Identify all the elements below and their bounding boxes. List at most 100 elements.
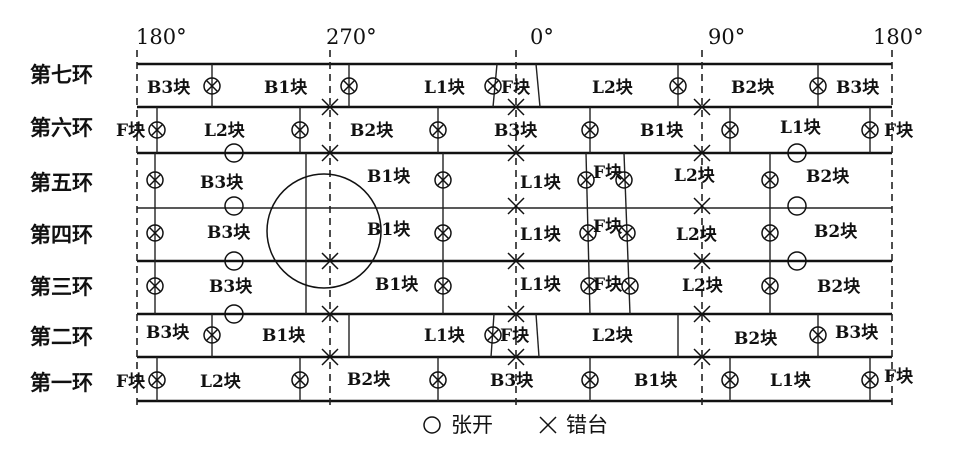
bolt-icon [761,224,779,242]
block-label: F块 [501,78,531,98]
ring-label-1: 第一环 [30,370,93,395]
offset-cross-icon [321,98,339,116]
offset-cross-icon [321,144,339,162]
ring-label-6: 第六环 [30,115,93,140]
bolt-icon [146,224,164,242]
offset-cross-icon [321,348,339,366]
block-label: F块 [884,367,914,387]
offset-cross-icon [693,144,711,162]
block-label: B3块 [494,121,538,141]
open-circle-icon [787,196,807,216]
bolt-icon [148,121,166,139]
block-label: B1块 [262,326,306,346]
offset-cross-icon [507,197,525,215]
bolt-icon [721,371,739,389]
block-label: B1块 [367,167,411,187]
opening-markers [224,143,807,324]
offset-cross-icon [693,348,711,366]
angle-label-90: 90° [708,25,745,49]
block-label: B2块 [817,277,861,297]
bolt-icon [580,277,598,295]
ring-label-4: 第四环 [30,222,93,247]
bolt-icon [340,77,358,95]
block-label: B3块 [836,78,880,98]
block-label: B3块 [207,223,251,243]
block-label: B3块 [200,173,244,193]
offset-cross-icon [321,252,339,270]
offset-cross-icon [693,252,711,270]
bolt-icon [429,121,447,139]
ring-4-blocks: B3块 B1块 L1块 F块 L2块 B2块 [207,217,858,245]
ring-label-2: 第二环 [30,324,93,349]
block-label: L2块 [674,166,716,186]
bolt-markers [146,77,879,389]
ring-label-7: 第七环 [30,62,93,87]
bolt-icon [581,371,599,389]
angle-label-0: 0° [530,25,554,49]
bolt-icon [621,277,639,295]
block-label: B3块 [490,371,534,391]
offset-cross-icon [507,348,525,366]
open-circle-icon [224,143,244,163]
bolt-icon [581,121,599,139]
block-label: B2块 [814,222,858,242]
block-label: F块 [593,217,623,237]
block-label: B3块 [146,323,190,343]
ring-2-blocks: B3块 B1块 L1块 F块 L2块 B2块 B3块 [146,323,879,349]
bolt-icon [761,277,779,295]
bolt-icon [434,171,452,189]
block-label: B3块 [147,78,191,98]
bolt-icon [579,224,597,242]
block-label: B1块 [375,275,419,295]
block-label: L2块 [592,78,634,98]
offset-cross-icon [693,305,711,323]
block-label: B3块 [835,323,879,343]
bolt-icon [721,121,739,139]
block-label: L1块 [520,173,562,193]
bolt-icon [809,326,827,344]
block-label: F块 [593,163,623,183]
offset-cross-icon [507,98,525,116]
ring-label-3: 第三环 [30,274,93,299]
bolt-icon [203,77,221,95]
angle-reference-lines [136,50,893,406]
block-label: B1块 [264,78,308,98]
block-label: B1块 [367,220,411,240]
open-circle-icon [787,251,807,271]
ring-boundaries [137,62,892,403]
angle-label-180-left: 180° [136,25,187,49]
block-label: L2块 [676,225,718,245]
block-label: L1块 [520,225,562,245]
legend: 张开 错台 [423,413,608,437]
bolt-icon [669,77,687,95]
bolt-icon [861,371,879,389]
bolt-icon [615,171,633,189]
legend-open-label: 张开 [451,413,493,437]
offset-cross-icon [507,305,525,323]
block-label: L2块 [682,276,724,296]
block-label: B2块 [347,370,391,390]
offset-cross-icon [507,252,525,270]
bolt-icon [809,77,827,95]
bolt-icon [861,121,879,139]
block-label: F块 [500,326,530,346]
bolt-icon [577,171,595,189]
bolt-icon [203,326,221,344]
angle-label-270: 270° [326,25,377,49]
block-label: L1块 [520,275,562,295]
open-circle-icon [224,196,244,216]
block-label: L2块 [204,121,246,141]
offset-cross-icon [693,197,711,215]
block-label: L2块 [592,326,634,346]
block-label: B1块 [640,121,684,141]
block-label: L1块 [780,118,822,138]
block-label: F块 [884,121,914,141]
block-label: B2块 [734,329,778,349]
bolt-icon [429,371,447,389]
bolt-icon [434,277,452,295]
bolt-icon [146,171,164,189]
block-label: B2块 [806,167,850,187]
bolt-icon [148,371,166,389]
offset-cross-icon [507,144,525,162]
offset-cross-icon [321,305,339,323]
